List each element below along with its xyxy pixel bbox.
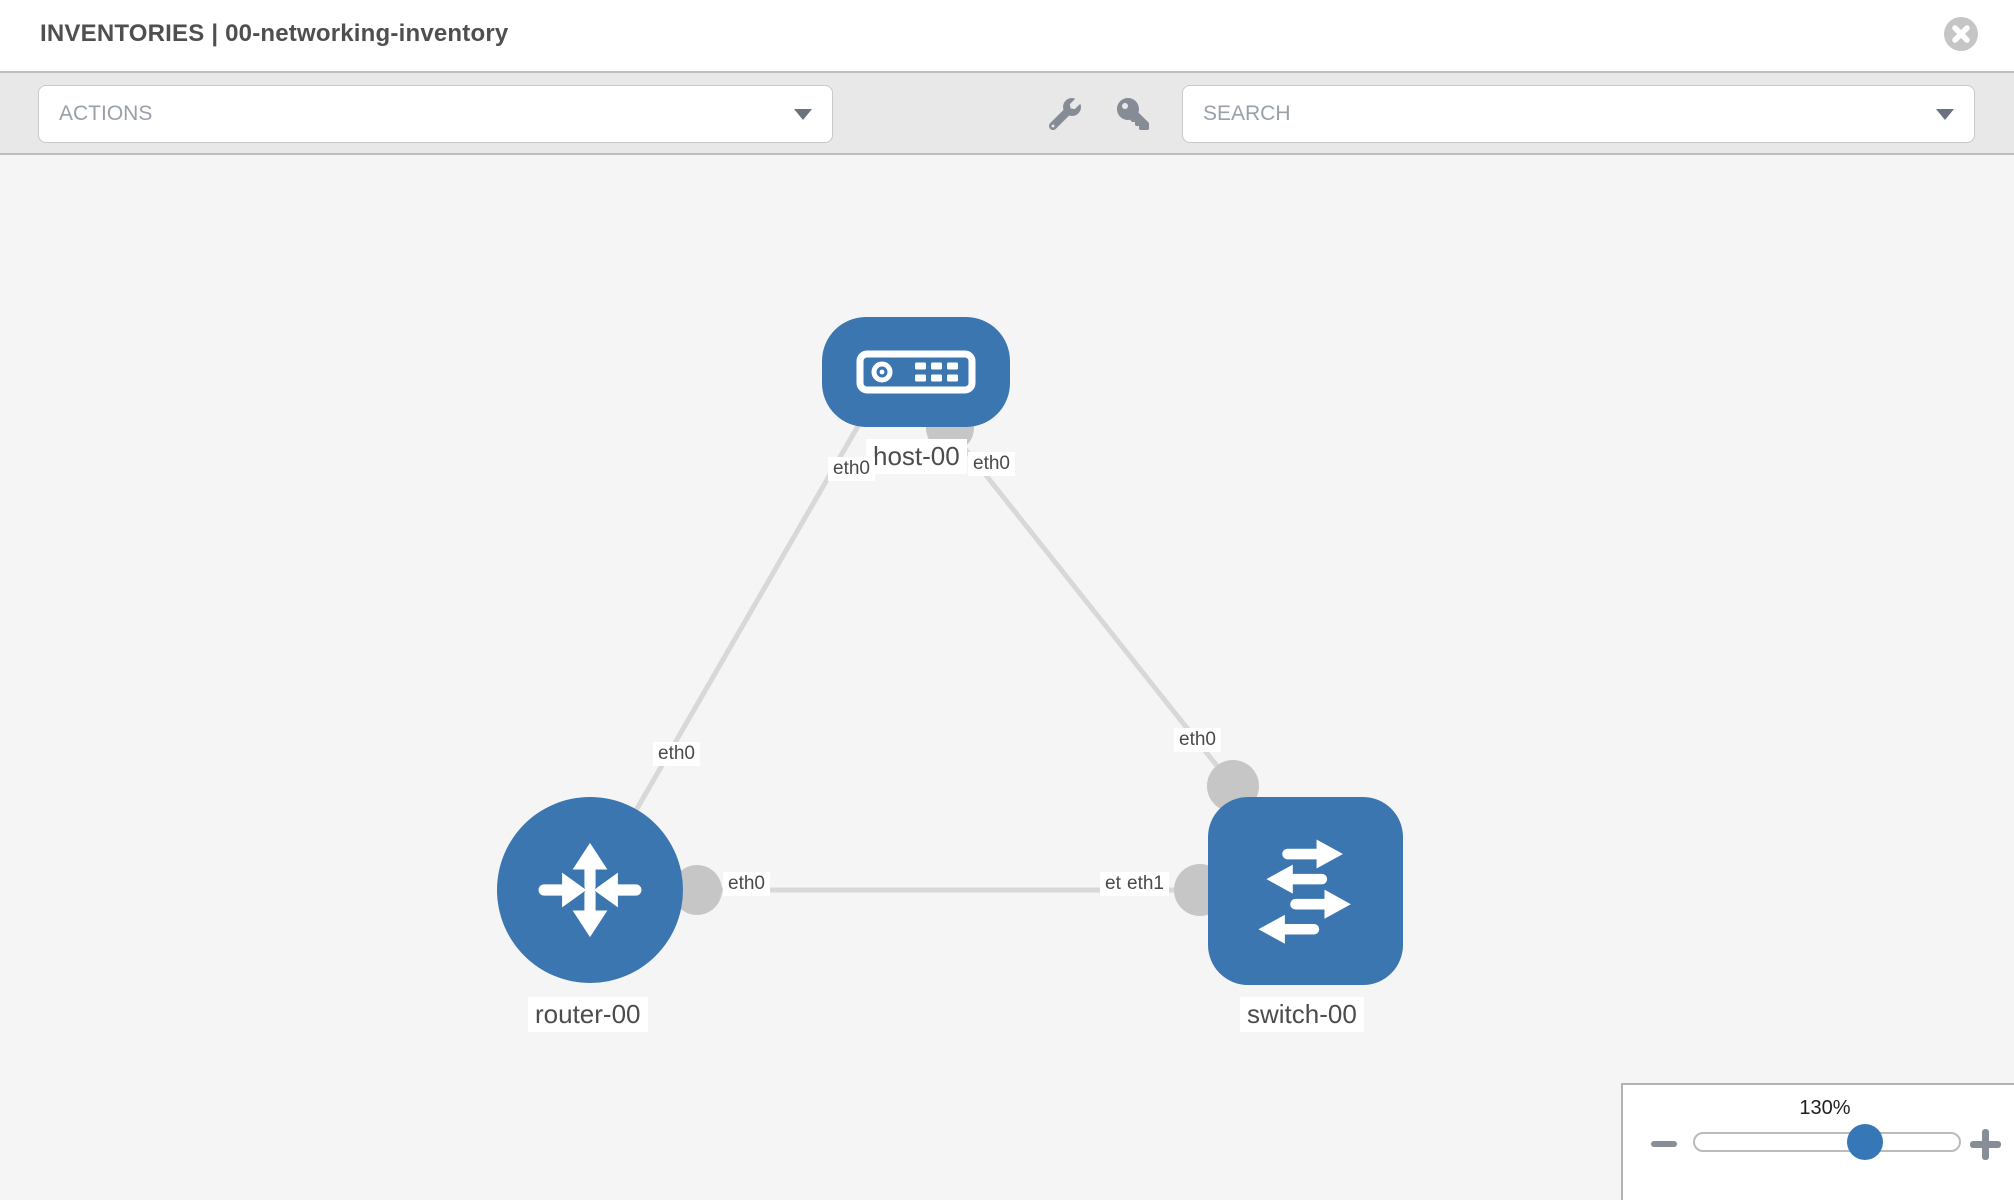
wrench-icon	[1048, 98, 1081, 131]
topology-canvas[interactable]: host-00 router-00 switch-00 eth0 eth0 et…	[0, 155, 2014, 1200]
topology-links-layer	[587, 404, 1303, 916]
host-icon	[856, 350, 976, 394]
minus-icon	[1651, 1141, 1677, 1147]
close-icon	[1944, 17, 1978, 51]
interface-label-eth0: eth0	[653, 742, 700, 766]
zoom-level-label: 130%	[1799, 1097, 1851, 1119]
key-icon	[1117, 98, 1149, 130]
interface-label-eth0: eth0	[968, 452, 1015, 476]
toolbar: ACTIONS SEARCH	[0, 71, 2014, 155]
interface-label-eth0: eth0	[1174, 728, 1221, 752]
configure-button[interactable]	[1048, 98, 1081, 131]
zoom-panel: 130%	[1621, 1083, 2014, 1200]
switch-icon	[1257, 839, 1351, 944]
port-circle-router	[672, 865, 722, 915]
interface-label-eth0: eth0	[723, 872, 770, 896]
chevron-down-icon	[1936, 109, 1954, 120]
close-button[interactable]	[1944, 17, 1978, 51]
zoom-out-button[interactable]	[1643, 1128, 1685, 1160]
zoom-slider-knob[interactable]	[1847, 1124, 1883, 1160]
plus-icon	[1982, 1129, 1989, 1160]
page-title: INVENTORIES | 00-networking-inventory	[40, 20, 509, 47]
link-host-switch[interactable]	[948, 428, 1235, 788]
node-label-switch-00: switch-00	[1240, 997, 1364, 1032]
node-host-00[interactable]	[822, 317, 1010, 427]
actions-dropdown[interactable]: ACTIONS	[38, 85, 833, 143]
search-dropdown[interactable]: SEARCH	[1182, 85, 1975, 143]
router-icon	[538, 842, 642, 938]
header: INVENTORIES | 00-networking-inventory	[0, 0, 2014, 71]
zoom-slider-track[interactable]	[1693, 1132, 1961, 1152]
zoom-in-button[interactable]	[1967, 1126, 2005, 1162]
interface-label-eth1: eth1	[1122, 872, 1169, 896]
credentials-button[interactable]	[1117, 98, 1149, 130]
interface-label-eth0: eth0	[828, 457, 875, 481]
actions-dropdown-label: ACTIONS	[59, 102, 153, 125]
node-router-00[interactable]	[497, 797, 683, 983]
node-label-host-00: host-00	[866, 439, 967, 474]
chevron-down-icon	[794, 109, 812, 120]
node-switch-00[interactable]	[1208, 797, 1403, 985]
search-dropdown-label: SEARCH	[1203, 102, 1291, 125]
node-label-router-00: router-00	[528, 997, 648, 1032]
